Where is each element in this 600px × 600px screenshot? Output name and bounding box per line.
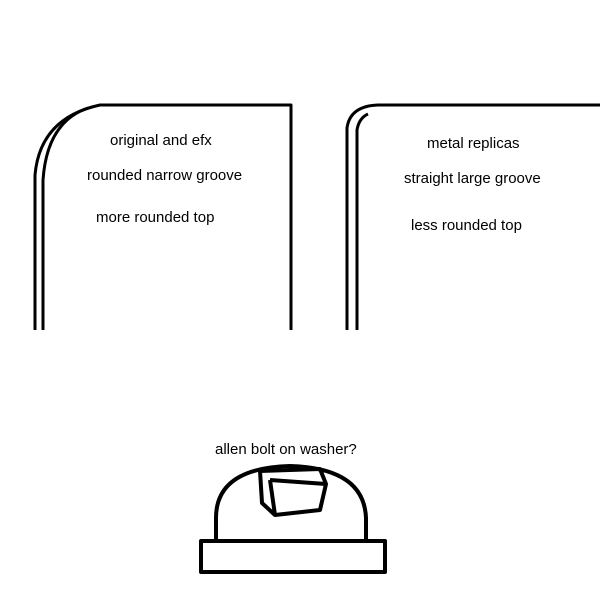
left-profile-label-3: more rounded top: [96, 209, 215, 226]
left-profile-label-2: rounded narrow groove: [87, 167, 243, 184]
left-profile-outer-edge: [33, 103, 293, 330]
left-profile-drawing: [33, 103, 293, 330]
left-profile-label-1: original and efx: [110, 132, 212, 149]
bolt-caption: allen bolt on washer?: [215, 441, 357, 458]
right-profile-label-3: less rounded top: [411, 217, 522, 234]
bolt-hex-socket-inner: [268, 478, 327, 516]
right-profile-label-1: metal replicas: [427, 135, 520, 152]
left-profile-groove-line: [41, 106, 89, 330]
bolt-drawing: [199, 464, 387, 574]
right-profile-label-2: straight large groove: [404, 170, 541, 187]
washer: [199, 539, 387, 574]
bolt-hex-socket: [258, 467, 328, 517]
right-profile-drawing: [345, 103, 600, 330]
bolt-dome: [214, 464, 368, 541]
right-profile-groove-line: [355, 112, 369, 330]
right-profile-outer-edge: [345, 103, 600, 330]
